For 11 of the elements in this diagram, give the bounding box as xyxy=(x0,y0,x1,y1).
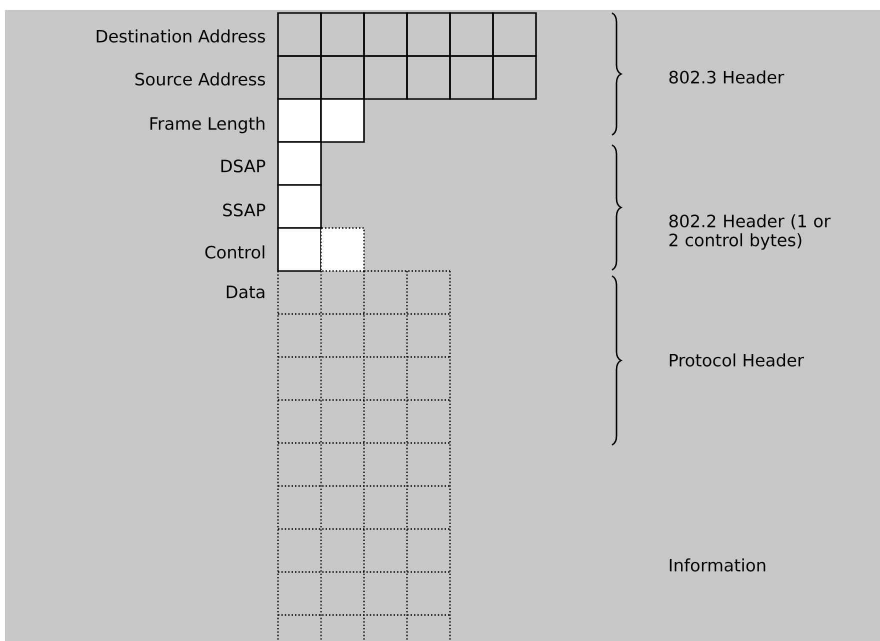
field-label: Source Address xyxy=(135,72,265,86)
section-label: Protocol Header xyxy=(670,353,804,367)
field-label: DSAP xyxy=(221,160,266,172)
field-label: Destination Address xyxy=(96,29,265,43)
section-label: 802.2 Header (1 or 2 control bytes) xyxy=(669,214,831,250)
section-label: Information xyxy=(670,558,766,572)
section-label: 802.3 Header xyxy=(669,70,784,84)
field-label: SSAP xyxy=(223,204,266,216)
field-label: Control xyxy=(205,245,264,259)
field-label: Data xyxy=(226,286,264,298)
field-label: Frame Length xyxy=(150,116,264,134)
